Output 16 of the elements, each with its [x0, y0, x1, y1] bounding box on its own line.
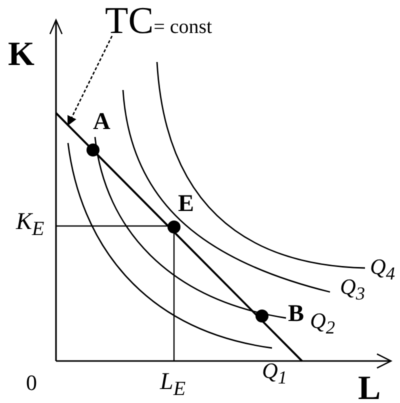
origin-label: 0 [26, 372, 37, 394]
formula-label: = const [154, 16, 212, 38]
axis-label: K [8, 38, 34, 72]
axis-label: L [358, 372, 381, 403]
isocost-line [55, 112, 303, 362]
curve-label: Q$_{4}$ [370, 256, 396, 283]
point-label: E [178, 192, 194, 216]
curve-label: Q$_{3}$ [340, 276, 366, 303]
curve-label: Q$_{2}$ [310, 310, 336, 337]
axis-value: L$_{E}$ [160, 370, 186, 399]
formula-label: TC [105, 0, 154, 42]
point-label: A [93, 110, 110, 134]
point-label: B [288, 302, 304, 326]
axis-value: K$_{E}$ [16, 210, 44, 239]
leader-arrow [67, 36, 113, 126]
curve-label: Q$_{1}$ [262, 360, 288, 387]
